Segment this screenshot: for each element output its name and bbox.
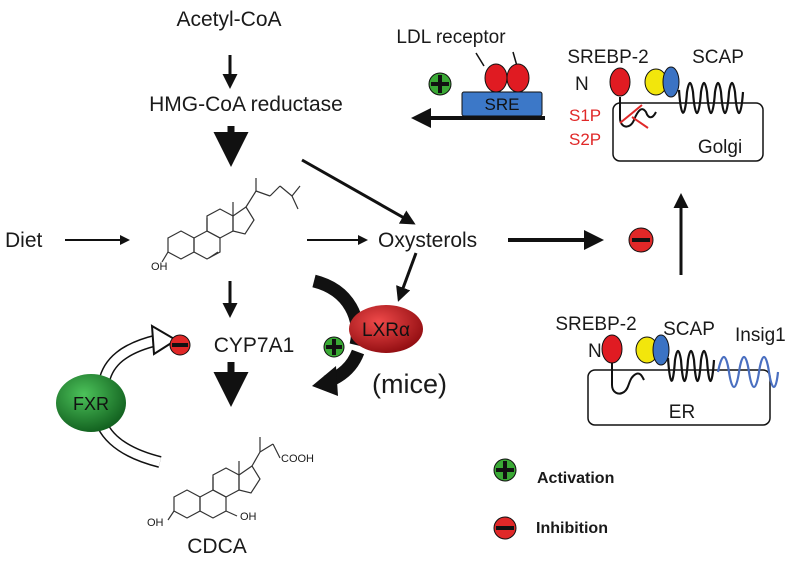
insig1-label: Insig1 (735, 325, 786, 346)
fxr-node (56, 374, 126, 432)
cdca-label: CDCA (187, 535, 247, 558)
golgi-srebp2-red-domain (609, 67, 631, 97)
golgi-label: Golgi (698, 137, 742, 158)
legend-activation-icon (493, 458, 517, 482)
cholesterol-oh-label: OH (151, 261, 168, 273)
hmg-coa-reductase-label: HMG-CoA reductase (149, 93, 343, 116)
legend-inhibition-label: Inhibition (536, 520, 608, 537)
golgi-scap-transmembrane-coil (677, 81, 745, 115)
golgi-scap-label: SCAP (692, 47, 744, 68)
lxr-alpha-node (349, 305, 423, 353)
mice-label: (mice) (372, 369, 447, 399)
sre-label: SRE (485, 95, 520, 114)
lxr-curved-arrowhead (312, 366, 338, 396)
fxr-hollow-arrowhead (150, 324, 178, 356)
cyp7a1-inhibition-badge (169, 334, 191, 356)
diet-label: Diet (5, 229, 43, 252)
er-scap-label: SCAP (663, 319, 715, 340)
oxysterols-label: Oxysterols (378, 229, 477, 252)
cdca-structure (167, 437, 281, 521)
s2p-label: S2P (569, 130, 601, 149)
insig1-transmembrane-coil (716, 355, 780, 389)
er-membrane-box (587, 369, 771, 426)
hmg-to-oxysterols-arrow (301, 158, 416, 225)
er-srebp2-red-domain (601, 334, 623, 364)
ldl-receptor-right-ellipse (506, 63, 530, 93)
oxysterols-to-lxr-arrow (396, 252, 418, 302)
legend-inhibition-icon (493, 516, 517, 540)
fxr-label: FXR (73, 394, 109, 414)
cyp7a1-activation-badge (323, 336, 345, 358)
golgi-membrane-box (612, 102, 764, 162)
s2p-cut-line (631, 116, 649, 129)
golgi-n-terminus-label: N (575, 74, 589, 95)
er-n-terminus-label: N (588, 341, 602, 362)
cdca-oh-left-label: OH (147, 517, 164, 529)
cdca-oh-right-label: OH (240, 511, 257, 523)
legend-activation-label: Activation (537, 470, 614, 487)
golgi-srebp2-label: SREBP-2 (567, 47, 648, 68)
oxysterol-inhibition-badge (628, 227, 654, 253)
cyp7a1-label: CYP7A1 (214, 334, 295, 357)
sre-activation-badge (428, 72, 452, 96)
er-scap-transmembrane-coil (666, 349, 716, 383)
er-label: ER (669, 402, 695, 423)
ldl-receptor-pointer-left (475, 52, 485, 67)
s1p-cut-line (619, 104, 643, 124)
er-srebp2-tail (611, 362, 645, 395)
cholesterol-structure (161, 178, 301, 263)
acetyl-coa-label: Acetyl-CoA (176, 8, 281, 31)
s1p-label: S1P (569, 106, 601, 125)
er-scap-blue-domain (652, 334, 670, 366)
golgi-scap-blue-domain (662, 66, 680, 98)
golgi-srebp2-tail (619, 97, 657, 128)
cdca-cooh-label: COOH (281, 453, 314, 465)
lxr-alpha-label: LXRα (362, 320, 410, 341)
ldl-receptor-label: LDL receptor (396, 27, 506, 48)
er-srebp2-label: SREBP-2 (555, 314, 636, 335)
sre-box (461, 91, 543, 117)
ldl-receptor-left-ellipse (484, 63, 508, 93)
